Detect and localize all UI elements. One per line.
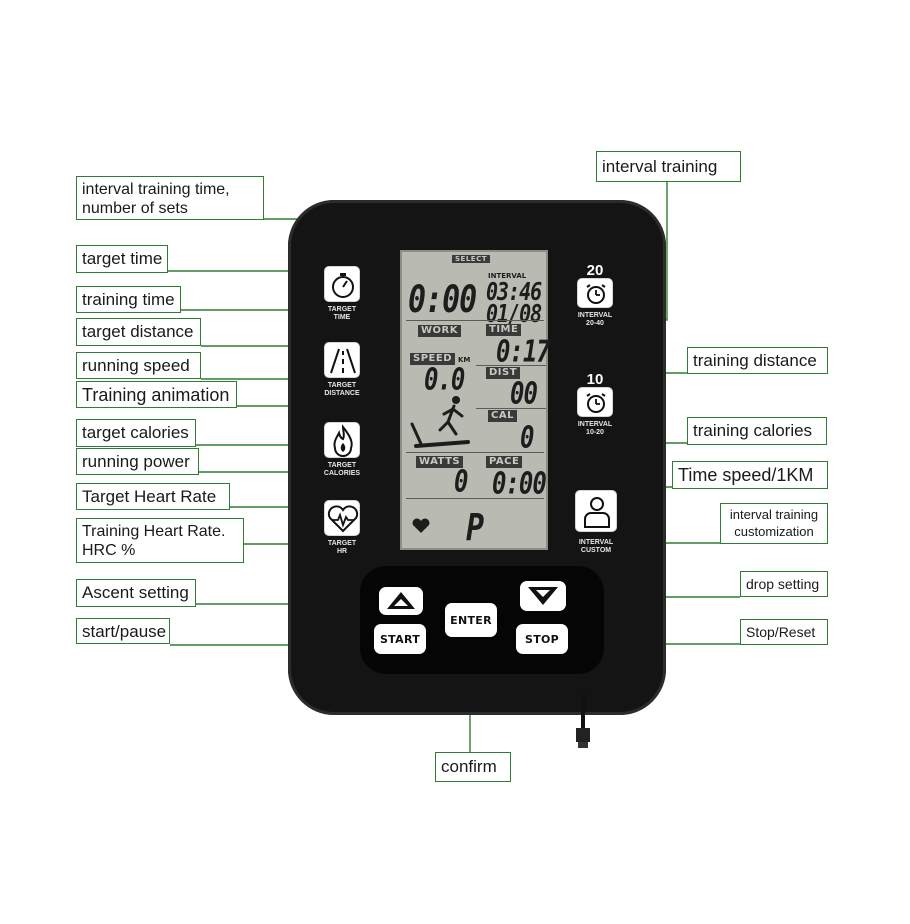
lcd-interval-sets: 01/08 (486, 298, 542, 328)
target-time-button[interactable] (324, 266, 360, 302)
lcd-interval-time: 03:46 (486, 276, 542, 306)
target-hr-button[interactable] (324, 500, 360, 536)
alarm-clock-icon (586, 393, 606, 413)
lcd-divider (406, 498, 544, 499)
interval-20-40-number: 20 (586, 262, 604, 279)
lcd-sets-value: 0:00 (408, 278, 477, 322)
stop-button-label: STOP (524, 633, 560, 646)
callout-interval-time-sets: interval training time,number of sets (76, 176, 264, 220)
lcd-speed-unit: KM (458, 356, 471, 364)
lcd-cal-value: 0 (520, 420, 534, 455)
lcd-time-tag: TIME (486, 324, 522, 336)
callout-training-heart-rate: Training Heart Rate.HRC % (76, 518, 244, 563)
callout-start-pause: start/pause (76, 618, 170, 644)
callout-training-distance: training distance (687, 347, 828, 374)
interval-20-40-button[interactable] (577, 278, 613, 308)
heart-icon (412, 518, 430, 533)
heart-pulse-icon (327, 505, 359, 533)
lcd-time-value: 0:17 (496, 334, 551, 369)
callout-drop-setting: drop setting (740, 571, 828, 597)
flame-icon (333, 424, 353, 457)
lcd-divider (476, 365, 546, 366)
interval-custom-button[interactable] (575, 490, 617, 532)
lcd-speed-value: 0.0 (424, 362, 465, 397)
user-icon (584, 497, 610, 528)
down-button[interactable] (520, 581, 566, 611)
stopwatch-icon (332, 273, 354, 298)
alarm-clock-icon (586, 284, 606, 304)
triangle-down-icon (528, 587, 558, 605)
callout-time-speed: Time speed/1KM (672, 461, 828, 489)
callout-ascent-setting: Ascent setting (76, 579, 196, 607)
lcd-watts-value: 0 (454, 464, 468, 499)
lcd-speed-tag: SPEED (410, 353, 455, 365)
lcd-watts-tag: WATTS (416, 456, 464, 468)
callout-target-time: target time (76, 245, 168, 273)
callout-training-time: training time (76, 286, 181, 313)
lcd-work-tag: WORK (418, 325, 461, 337)
callout-stop-reset: Stop/Reset (740, 619, 828, 645)
callout-running-power: running power (76, 448, 199, 475)
lcd-select-tag: SELECT (452, 255, 490, 263)
up-button[interactable] (379, 587, 423, 615)
lcd-divider (406, 320, 544, 321)
lcd-interval-tag: INTERVAL (488, 272, 527, 280)
callout-interval-training: interval training (596, 151, 741, 182)
interval-10-20-number: 10 (586, 371, 604, 388)
callout-target-distance: target distance (76, 318, 201, 346)
lcd-dist-tag: DIST (486, 367, 521, 379)
lcd-cal-tag: CAL (488, 410, 517, 422)
enter-button-label: ENTER (450, 614, 492, 627)
callout-training-animation: Training animation (76, 381, 237, 408)
interval-10-20-button[interactable] (577, 387, 613, 417)
start-button-label: START (379, 633, 421, 646)
road-icon (330, 348, 356, 374)
lcd-dist-value: 00 (510, 376, 538, 411)
target-calories-button[interactable] (324, 422, 360, 458)
lcd-pace-value: 0:00 (492, 466, 547, 501)
target-distance-button[interactable] (324, 342, 360, 378)
lcd-screen: SELECT INTERVAL 0:00 03:46 01/08 WORK TI… (400, 250, 551, 550)
callout-confirm: confirm (435, 752, 511, 782)
start-button[interactable]: START (374, 624, 426, 654)
lcd-divider (406, 452, 544, 453)
callout-target-heart-rate: Target Heart Rate (76, 483, 230, 510)
lcd-hr-value: P (466, 506, 484, 550)
callout-target-calories: target calories (76, 419, 196, 447)
enter-button[interactable]: ENTER (445, 603, 497, 637)
lcd-divider (476, 408, 546, 409)
stop-button[interactable]: STOP (516, 624, 568, 654)
triangle-up-icon (387, 592, 415, 609)
callout-training-calories: training calories (687, 417, 827, 445)
lcd-pace-tag: PACE (486, 456, 523, 468)
callout-running-speed: running speed (76, 352, 201, 379)
runner-animation-icon (410, 396, 470, 448)
